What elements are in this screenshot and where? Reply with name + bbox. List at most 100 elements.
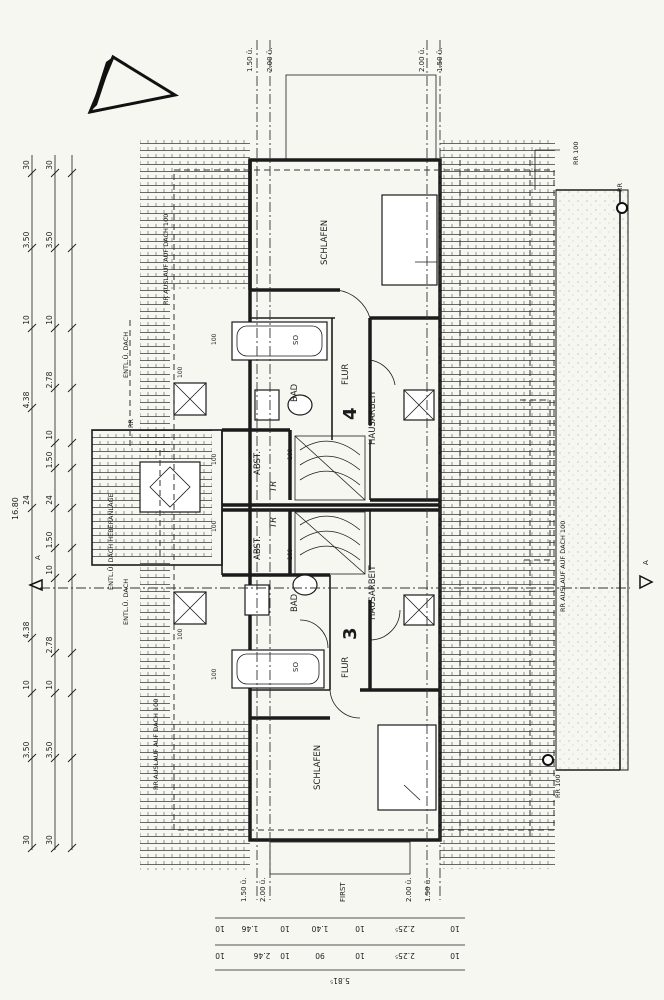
dimension-label: 5.81⁵ (330, 976, 350, 985)
level-label: 1.50 ü. (240, 878, 248, 902)
balcony-bottom (269, 841, 411, 875)
roof-hatch-right (440, 139, 555, 869)
dimension-label: 10 (450, 951, 460, 960)
dimension-tick (27, 323, 37, 333)
bath-label: SO (292, 335, 300, 345)
dimension-label: 3.50 (22, 741, 31, 758)
dimension-tick (67, 243, 77, 253)
dimension-label: 2.25⁵ (395, 951, 415, 960)
dimension-tick (50, 753, 60, 763)
dimension-tick (67, 648, 77, 658)
level-label: 2.00 ü. (259, 878, 267, 902)
room-label: ABST. (253, 451, 263, 475)
skylights (139, 382, 435, 626)
dimension-tick (27, 168, 37, 178)
annotation: ENTL.Ü. DACH HEBERANLAGE (106, 493, 115, 590)
dimension-label: 2.78 (45, 636, 54, 653)
room-label: ABST. (253, 536, 263, 560)
level-label: 2.00 ü. (266, 48, 274, 72)
roof-hatch-left (92, 139, 250, 870)
room-label: SCHLAFEN (320, 220, 330, 265)
left-dimension-lines (27, 155, 77, 853)
dimension-label: 10 (22, 680, 31, 690)
dimension-label: 10 (280, 924, 290, 933)
dimension-tick (67, 438, 77, 448)
room-label: HAUSARBEIT (368, 565, 378, 620)
room-label: BAD (290, 593, 300, 612)
room-label: HAUSARBEIT (368, 390, 378, 445)
dimension-label: 90 (315, 951, 325, 960)
pipe-label: 100 (211, 520, 218, 532)
dimension-label: 1.40 (311, 924, 328, 933)
axis-lines (40, 40, 630, 900)
annotation: RR AUSLAUF AUF DACH 100 (162, 214, 170, 305)
drain-point-icon (542, 754, 554, 766)
annotation: ENTL.Ü. DACH (121, 579, 130, 625)
stair-upper (294, 435, 366, 501)
pipe-label: 100 (177, 628, 184, 640)
dimension-label: 1.46 (241, 924, 258, 933)
dimension-tick (27, 633, 37, 643)
dimension-label: 4.38 (22, 621, 31, 638)
stair-label: 100 (287, 448, 294, 460)
dimension-label: 2.78 (45, 371, 54, 388)
interior-walls (221, 288, 440, 720)
dimension-tick (67, 383, 77, 393)
dimension-label: 16.80 (11, 497, 20, 520)
dimension-label: 4.38 (22, 391, 31, 408)
annotation: RR 100 (572, 141, 580, 165)
dimension-label: 10 (355, 924, 365, 933)
dimension-tick (67, 843, 77, 853)
dimension-tick (50, 503, 60, 513)
dimension-tick (67, 543, 77, 553)
dimension-tick (67, 168, 77, 178)
dimension-label: 30 (45, 835, 54, 845)
room-label: FLUR (341, 364, 351, 385)
door-swings (299, 289, 401, 719)
dimension-tick (27, 403, 37, 413)
dimension-label: 10 (355, 951, 365, 960)
dimension-label: 3.50 (45, 231, 54, 248)
dimension-label: 2.25⁵ (395, 924, 415, 933)
section-marker-icon (639, 574, 654, 590)
bed-lower (377, 724, 437, 811)
dimension-tick (50, 688, 60, 698)
dimension-label: 10 (450, 924, 460, 933)
dimension-label: 2.46 (253, 951, 270, 960)
unit-number: 4 (340, 407, 361, 420)
stair-lower (294, 511, 366, 575)
annotation: RR (616, 182, 624, 192)
level-label: 1.50 ü. (436, 48, 444, 72)
dimension-tick (27, 688, 37, 698)
dimension-label: 10 (22, 315, 31, 325)
dimension-label: 10 (45, 315, 54, 325)
dimension-label: 10 (280, 951, 290, 960)
dimension-label: 1.50 (45, 451, 54, 468)
dimension-tick (50, 323, 60, 333)
dimension-label: 3.50 (45, 741, 54, 758)
level-label: 2.00 ü. (405, 878, 413, 902)
dimension-label: 10 (45, 565, 54, 575)
dimension-tick (50, 463, 60, 473)
room-label: BAD (290, 383, 300, 402)
dimension-label: 3.50 (22, 231, 31, 248)
dimension-tick (67, 753, 77, 763)
dimension-tick (67, 688, 77, 698)
annotation: ENTL.Ü. DACH (121, 332, 130, 378)
dashed-lines (129, 160, 555, 840)
dimension-tick (50, 543, 60, 553)
bath-fixtures-lower (231, 574, 325, 689)
dimension-tick (27, 243, 37, 253)
level-label: 1.50 ü. (424, 878, 432, 902)
annotation: RR AUSLAUF AUF DACH 100 (559, 521, 567, 612)
bath-label: SO (292, 662, 300, 672)
dimension-tick (50, 168, 60, 178)
dimension-label: 30 (22, 835, 31, 845)
bed-upper (381, 194, 438, 286)
section-label: A (642, 560, 650, 565)
dimension-label: 10 (215, 951, 225, 960)
dimension-label: 30 (45, 160, 54, 170)
annotation: RR 100 (554, 774, 562, 798)
